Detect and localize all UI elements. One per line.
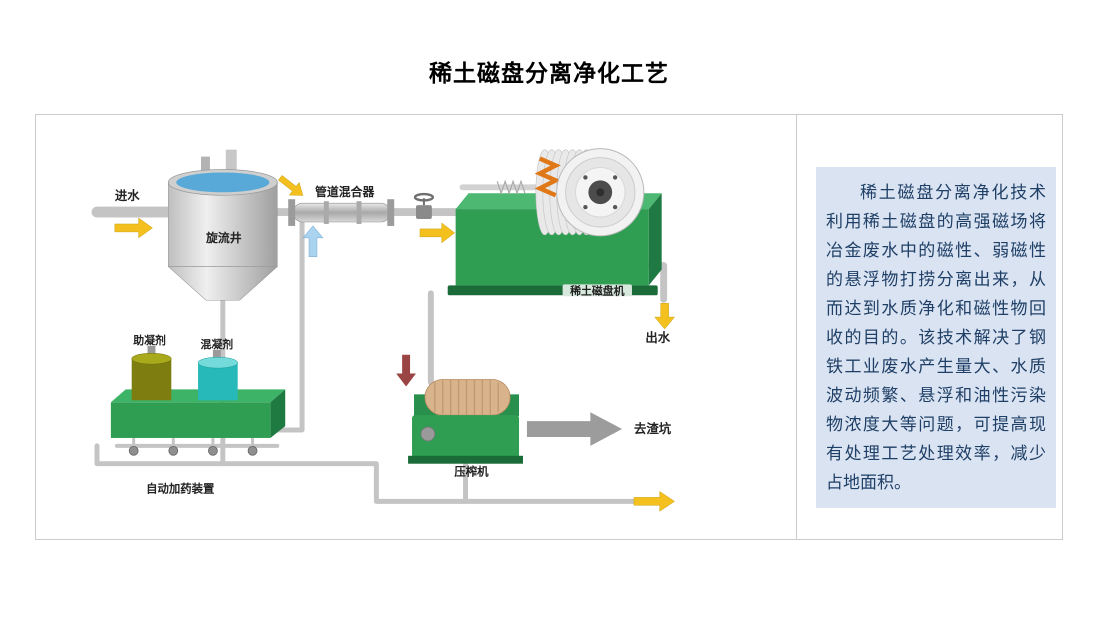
disk-bolt xyxy=(612,204,618,210)
valve xyxy=(413,192,435,220)
dosing-base-side xyxy=(270,389,286,438)
press-roller xyxy=(424,379,511,416)
coagulant-aid-label: 助凝剂 xyxy=(133,333,166,347)
mixer-flange xyxy=(288,199,296,226)
machine-side-face xyxy=(648,193,662,286)
scraper-rod xyxy=(459,184,551,191)
disk-bolt xyxy=(583,204,588,210)
press-motor xyxy=(420,426,436,442)
dosing-system: 助凝剂 混凝剂 自动加药装置 xyxy=(110,333,286,495)
spring-coil xyxy=(496,179,526,196)
valve-body xyxy=(416,205,432,220)
process-diagram: 进水 旋流井 管道混合器 xyxy=(91,148,676,512)
inlet-flow: 进水 xyxy=(114,188,153,239)
slag-arrow-icon xyxy=(526,412,623,446)
chemical-feed-arrow-icon xyxy=(302,225,324,257)
diagram-area: 进水 旋流井 管道混合器 xyxy=(36,115,797,539)
sludge-arrow-icon xyxy=(396,354,416,387)
coagulant-label: 混凝剂 xyxy=(201,337,234,351)
dosing-base-front xyxy=(110,402,271,438)
valve-icon xyxy=(247,445,258,456)
manifold-risers xyxy=(132,436,255,448)
disk-bolt xyxy=(612,175,618,180)
mixer-flange xyxy=(387,199,395,226)
press-machine-label: 压榨机 xyxy=(454,465,489,479)
page-title: 稀土磁盘分离净化工艺 xyxy=(429,60,669,86)
roller-ridges xyxy=(434,379,499,416)
content-frame: 进水 旋流井 管道混合器 xyxy=(35,114,1063,540)
tank-cap xyxy=(212,349,221,360)
slag-flow: 去渣坑 xyxy=(526,412,672,446)
inlet-flow-arrow-icon xyxy=(114,217,153,239)
discharge-screw xyxy=(534,156,561,198)
disk-bolt xyxy=(583,175,588,180)
valve-handwheel xyxy=(413,192,435,202)
to-slag-pit-label: 去渣坑 xyxy=(634,421,672,436)
description-text: 稀土磁盘分离净化技术利用稀土磁盘的高强磁场将冶金废水中的磁性、弱磁性的悬浮物打捞… xyxy=(826,183,1046,492)
cyclone-cone xyxy=(167,266,279,301)
outlet-arrow-icon xyxy=(654,302,676,330)
outlet-label: 出水 xyxy=(645,330,670,345)
inlet-label: 进水 xyxy=(115,188,140,203)
cyclone-well: 旋流井 xyxy=(167,149,279,301)
tank-cap xyxy=(147,345,156,356)
coagulant-aid-tank xyxy=(131,358,172,401)
disk-hub-center xyxy=(596,188,605,197)
info-panel-section: 稀土磁盘分离净化技术利用稀土磁盘的高强磁场将冶金废水中的磁性、弱磁性的悬浮物打捞… xyxy=(797,115,1062,539)
coagulant-tank-top xyxy=(197,356,238,369)
mixer-body xyxy=(292,202,391,223)
auto-dosing-device-label: 自动加药装置 xyxy=(146,481,214,495)
valve-icon xyxy=(168,445,179,456)
machine-label-plate xyxy=(562,284,632,297)
magnetic-disk-machine: 稀土磁盘机 xyxy=(447,148,662,297)
press-machine: 压榨机 xyxy=(408,379,523,479)
dosing-valves xyxy=(128,445,258,456)
flow-arrow-icon xyxy=(633,490,676,512)
cyclone-body xyxy=(168,182,278,267)
press-body xyxy=(412,415,520,462)
valve-icon xyxy=(128,445,139,456)
bottom-loop-pipe xyxy=(94,443,637,504)
coagulant-aid-tank-top xyxy=(131,353,172,365)
magnetic-disk-machine-label: 稀土磁盘机 xyxy=(570,283,624,297)
coagulant-tank xyxy=(198,362,238,401)
valve-icon xyxy=(208,445,218,456)
water-surface xyxy=(176,172,270,193)
mixer-band xyxy=(323,201,329,224)
mixer-band xyxy=(356,201,362,224)
flow-arrow-icon xyxy=(278,175,304,196)
pipeline-mixer-label: 管道混合器 xyxy=(315,185,375,199)
outlet-flow: 出水 xyxy=(645,302,676,345)
flow-arrow-icon xyxy=(419,222,456,244)
cyclone-top-pipe xyxy=(225,149,237,187)
info-panel: 稀土磁盘分离净化技术利用稀土磁盘的高强磁场将冶金废水中的磁性、弱磁性的悬浮物打捞… xyxy=(816,167,1056,508)
pipeline-mixer: 管道混合器 xyxy=(288,185,395,226)
cyclone-well-label: 旋流井 xyxy=(205,231,242,245)
chemical-feed-pipe xyxy=(274,220,305,433)
press-base xyxy=(408,455,523,464)
